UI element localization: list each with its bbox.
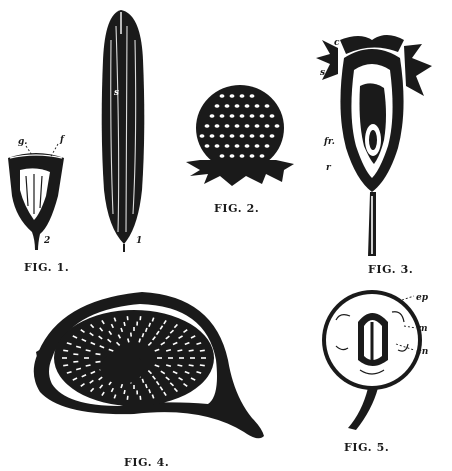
strawberry-seed: [210, 114, 215, 118]
fig1-label-2: 2: [43, 236, 50, 246]
fig-seed-stroke: [63, 350, 68, 351]
strawberry-seed: [260, 134, 265, 138]
strawberry-seed: [250, 94, 255, 98]
strawberry-seed: [245, 124, 250, 128]
strawberry-seed: [250, 114, 255, 118]
strawberry-seed: [235, 104, 240, 108]
fig-seed-stroke: [86, 365, 91, 366]
strawberry-seed: [240, 154, 245, 158]
strawberry-seed: [230, 154, 235, 158]
fig1-acorn: [102, 10, 145, 252]
strawberry-seed: [210, 134, 215, 138]
strawberry-seed: [200, 134, 205, 138]
strawberry-seed: [265, 144, 270, 148]
strawberry-seed: [225, 104, 230, 108]
fig-seed-stroke: [139, 339, 140, 343]
strawberry-seed: [265, 104, 270, 108]
fig-seed-stroke: [189, 350, 194, 351]
strawberry-seed: [260, 114, 265, 118]
fig-seed-stroke: [177, 350, 182, 351]
strawberry-seed: [260, 154, 265, 158]
fig-seed-stroke: [177, 365, 182, 366]
strawberry-seed: [250, 134, 255, 138]
fig2-caption: FIG. 2.: [214, 202, 259, 215]
strawberry-seed: [270, 114, 275, 118]
fig1-label-g: g.: [18, 137, 27, 147]
strawberry-seed: [235, 124, 240, 128]
strawberry-seed: [215, 104, 220, 108]
strawberry-seed: [220, 114, 225, 118]
fig5-label-ep: ep: [416, 293, 429, 303]
strawberry-seed: [255, 104, 260, 108]
fig-seed-stroke: [124, 390, 125, 394]
fig4-fig-section: [34, 292, 264, 438]
strawberry-seed: [230, 94, 235, 98]
strawberry-seed: [215, 124, 220, 128]
fig4-caption: FIG. 4.: [124, 456, 169, 469]
strawberry-seed: [245, 144, 250, 148]
strawberry-seed: [225, 124, 230, 128]
strawberry-seed: [250, 154, 255, 158]
strawberry-seed: [265, 124, 270, 128]
fig3-label-r: r: [326, 163, 332, 173]
strawberry-seed: [225, 144, 230, 148]
strawberry-seed: [240, 94, 245, 98]
fig-seed-stroke: [96, 354, 101, 355]
strawberry-seed: [205, 144, 210, 148]
fig3-label-fr: fr.: [323, 137, 335, 147]
fig-seed-stroke: [86, 350, 91, 351]
strawberry-seed: [235, 144, 240, 148]
fig1-caption: FIG. 1.: [24, 261, 69, 274]
fig2-strawberry: [186, 85, 294, 186]
strawberry-seed: [220, 94, 225, 98]
strawberry-seed: [215, 144, 220, 148]
strawberry-seed: [220, 154, 225, 158]
fig3-label-c: c: [334, 38, 340, 48]
fig-seed-stroke: [124, 322, 125, 326]
fig-seed-stroke: [189, 365, 194, 366]
strawberry-seed: [240, 134, 245, 138]
strawberry-seed: [255, 124, 260, 128]
strawberry-seed: [255, 144, 260, 148]
fig1-label-s: s: [114, 88, 119, 98]
fig5-caption: FIG. 5.: [344, 441, 389, 454]
fig5-label-en: en: [416, 347, 428, 357]
fig5-drupe-section: [322, 290, 422, 430]
fig1-label-1: 1: [136, 236, 142, 246]
strawberry-seed: [275, 124, 280, 128]
fig3-label-s: s: [320, 68, 325, 78]
strawberry-seed: [245, 104, 250, 108]
fig-seed-stroke: [128, 339, 129, 343]
fig1-cupule: [8, 144, 64, 250]
strawberry-seed: [240, 114, 245, 118]
strawberry-seed: [205, 124, 210, 128]
fig-seed-stroke: [200, 350, 205, 351]
strawberry-seed: [230, 134, 235, 138]
strawberry-seed: [220, 134, 225, 138]
fig1-label-f: f: [59, 135, 66, 145]
fig5-label-m: m: [418, 324, 428, 334]
fig-seed-stroke: [63, 365, 68, 366]
fig-seed-stroke: [96, 362, 101, 363]
strawberry-seed: [270, 134, 275, 138]
fig-seed-stroke: [200, 365, 205, 366]
strawberry-seed: [230, 114, 235, 118]
fig3-caption: FIG. 3.: [368, 263, 413, 276]
